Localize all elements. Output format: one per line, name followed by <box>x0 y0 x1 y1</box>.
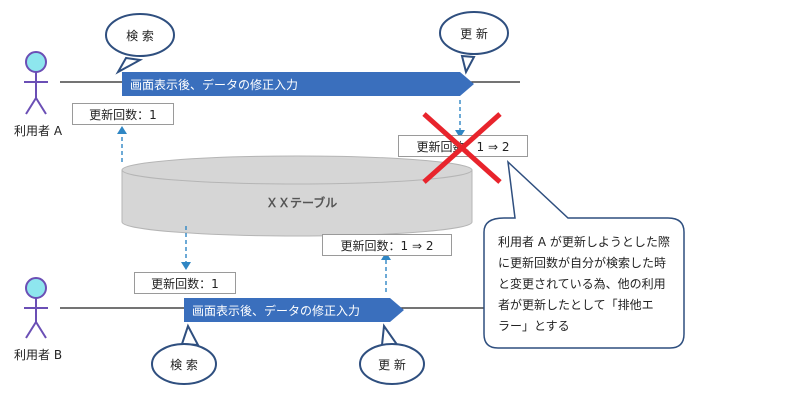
note-line: 利用者 A が更新しようとした際 <box>498 235 670 249</box>
count-box-b: 更新回数：1 <box>134 272 236 294</box>
update-bubble-b: 更 新 <box>378 357 406 372</box>
update-bubble-a-shape <box>439 11 509 75</box>
search-bubble-b-shape <box>151 323 217 385</box>
note-text: 利用者 A が更新しようとした際 に更新回数が自分が検索した時 と変更されている… <box>498 232 680 337</box>
note-line: ラー」とする <box>498 319 570 333</box>
actor-a-icon <box>24 51 48 115</box>
search-bubble-a-shape <box>105 13 175 75</box>
banner-b-shape <box>184 298 404 322</box>
banner-b: 画面表示後、データの修正入力 <box>192 303 361 318</box>
actor-b-label: 利用者 B <box>14 348 63 362</box>
note-line: に更新回数が自分が検索した時 <box>498 256 667 270</box>
actor-b-icon <box>24 277 48 339</box>
database-cylinder <box>121 155 473 237</box>
note-line: と変更されている為、他の利用 <box>498 277 666 291</box>
note-callout-shape <box>483 160 685 349</box>
search-bubble-a: 検 索 <box>126 28 154 43</box>
banner-a-shape <box>122 72 474 96</box>
actor-a-label: 利用者 A <box>14 124 63 138</box>
note-line: 者が更新したとして「排他エ <box>498 298 654 312</box>
update-box-a: 更新回数：1 ⇒ 2 <box>398 135 528 157</box>
banner-a: 画面表示後、データの修正入力 <box>130 77 299 92</box>
table-label: ＸＸテーブル <box>266 196 338 210</box>
update-bubble-b-shape <box>359 323 425 385</box>
update-bubble-a: 更 新 <box>460 26 488 41</box>
search-bubble-b: 検 索 <box>170 357 198 372</box>
count-box-a: 更新回数：1 <box>72 103 174 125</box>
update-box-b: 更新回数：1 ⇒ 2 <box>322 234 452 256</box>
